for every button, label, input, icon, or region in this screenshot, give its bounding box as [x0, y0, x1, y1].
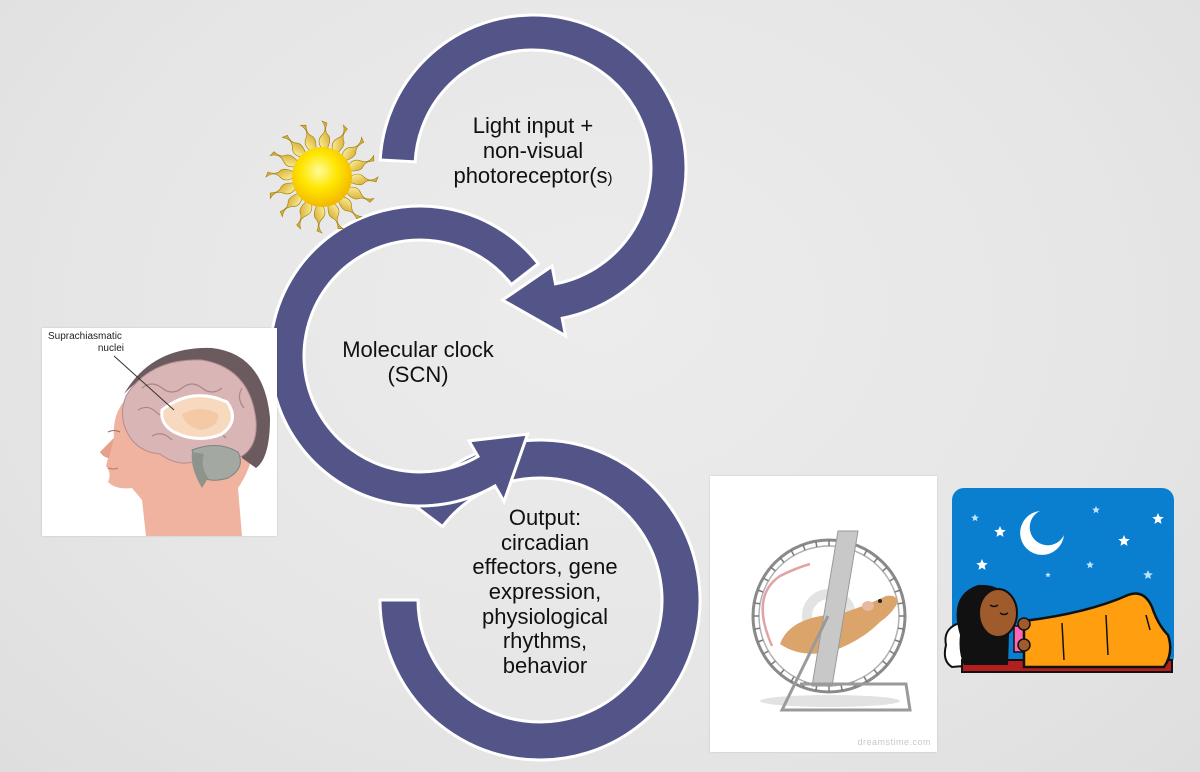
wheel-rung: [802, 544, 806, 551]
output-cycle-arrow: [378, 438, 702, 762]
wheel-rung: [790, 549, 795, 556]
light-label-line: photoreceptor(s): [433, 162, 633, 189]
sun-ray: [299, 124, 317, 152]
wheel-rung: [762, 650, 769, 655]
wheel-rung: [770, 566, 776, 572]
wheel-rung: [790, 676, 795, 683]
sun-ray: [337, 196, 363, 220]
star-icon: [976, 559, 988, 570]
sun-ray: [349, 173, 379, 186]
brain-illustration: Suprachiasmatic nuclei: [42, 328, 277, 536]
star-icon: [1092, 506, 1100, 514]
wheel-rung: [754, 627, 761, 630]
moon-icon: [1020, 511, 1064, 555]
wheel-rung: [762, 577, 769, 582]
sleeping-person-cartoon: [938, 485, 1174, 681]
wheel-rung: [897, 627, 904, 630]
output-label: Output: circadian effectors, gene expres…: [445, 505, 645, 678]
sun-ray: [347, 154, 375, 172]
sun-ray: [331, 124, 348, 154]
output-label-line: expression,: [488, 578, 602, 604]
wheel-rung: [873, 557, 879, 563]
light-label-text: photoreceptor(s: [453, 162, 608, 188]
star-icon: [1152, 513, 1164, 524]
sun-ray: [281, 134, 307, 158]
wheel-rung: [779, 557, 785, 563]
mouse-wheel-photo: dreamstime.com: [710, 476, 937, 752]
caption-line: Suprachiasmatic: [48, 331, 122, 342]
wheel-rung: [873, 669, 879, 675]
caption-line: nuclei: [97, 342, 124, 354]
star-icon: [994, 526, 1006, 537]
wheel-rung: [754, 602, 761, 605]
wheel-rung: [757, 639, 764, 643]
sun-disc: [292, 147, 352, 207]
molecular-clock-label: Molecular clock (SCN): [318, 337, 518, 388]
wheel-rung: [779, 669, 785, 675]
star-icon: [971, 514, 979, 522]
light-cycle-arrow: [378, 13, 688, 339]
sun-ray: [341, 136, 365, 162]
wheel-rung: [882, 660, 888, 666]
light-input-label: Light input + non-visual photoreceptor(s…: [433, 113, 633, 189]
wheel-rung: [882, 566, 888, 572]
output-label-line: physiological: [482, 603, 608, 629]
head-brain-icon: [100, 347, 270, 536]
sun-ray: [279, 192, 303, 218]
sun-icon: [265, 120, 379, 234]
wheel-rung: [897, 602, 904, 605]
sun-ray: [313, 204, 326, 234]
output-label-line: behavior: [502, 652, 588, 678]
output-label-line: circadian: [500, 529, 590, 555]
brain-caption: Suprachiasmatic nuclei: [48, 331, 124, 354]
light-label-paren: ): [607, 169, 613, 187]
star-icon: [1086, 561, 1094, 569]
sun-ray: [345, 186, 375, 203]
wheel-rung: [889, 577, 896, 582]
output-label-line: Output:: [508, 505, 582, 530]
sun-ray: [296, 200, 313, 230]
wheel-rung: [894, 639, 901, 643]
wheel-rung: [863, 549, 868, 556]
sun-ray: [327, 202, 345, 230]
wheel-rung: [770, 660, 776, 666]
watermark-text: dreamstime.com: [857, 737, 931, 747]
sun-ray: [269, 151, 299, 168]
star-icon: [1045, 572, 1051, 578]
wheel-rung: [757, 589, 764, 593]
light-label-line: Light input +: [472, 113, 594, 138]
sun-ray: [269, 182, 297, 200]
sun-ray: [265, 168, 295, 181]
wheel-rung: [863, 676, 868, 683]
wheel-rung: [815, 541, 818, 548]
output-label-line: effectors, gene: [472, 554, 618, 580]
output-label-line: rhythms,: [502, 628, 588, 654]
sun-ray: [318, 120, 331, 150]
wheel-rung: [840, 684, 843, 691]
scn-label-line: (SCN): [387, 361, 449, 387]
wheel-rung: [889, 650, 896, 655]
person-sleeping-night-icon: [943, 488, 1174, 673]
star-icon: [1143, 570, 1153, 579]
scn-label-line: Molecular clock: [342, 337, 494, 362]
light-label-line: non-visual: [482, 137, 584, 163]
mouse-running-wheel-icon: [751, 530, 912, 712]
wheel-rung: [894, 589, 901, 593]
star-icon: [1118, 535, 1130, 546]
